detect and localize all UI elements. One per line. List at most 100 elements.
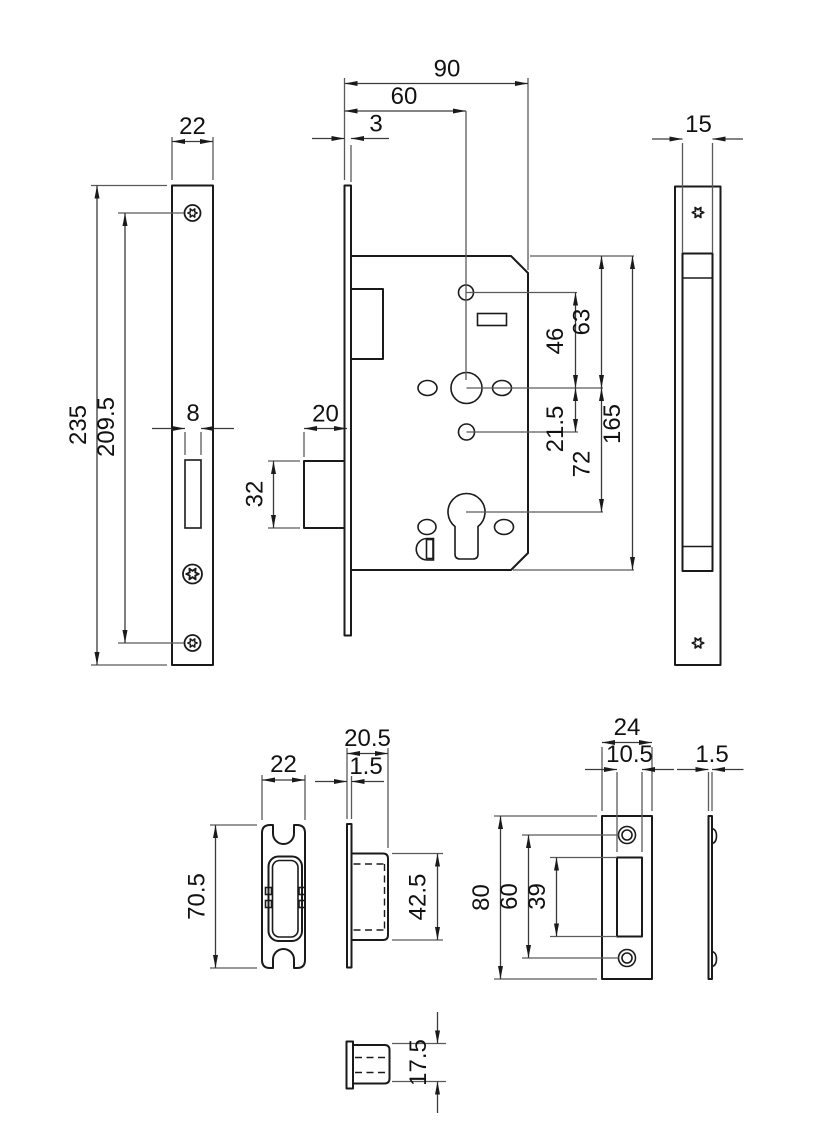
dim-case-height: 165 xyxy=(599,256,635,570)
dim-backset: 60 xyxy=(343,78,467,380)
view-faceplate-front: 22 235 209.5 8 xyxy=(65,113,234,666)
dim-label-faceplate-screw-span: 209.5 xyxy=(93,397,120,457)
faceplate-bolt-slot xyxy=(184,459,202,529)
dim-spindle-to-cylinder: 72 xyxy=(569,388,604,512)
dim-label-hole-to-spindle: 46 xyxy=(542,328,569,355)
rim-clip xyxy=(264,886,273,896)
dim-dustbox-box-height: 42.5 xyxy=(392,852,443,941)
faceplate-outline xyxy=(171,184,214,666)
strike-screw-hole xyxy=(617,948,637,968)
handle-fixing-hole-left xyxy=(417,379,438,397)
dim-dustbox-width: 22 xyxy=(261,751,306,820)
dim-faceplate-screw-span: 209.5 xyxy=(93,212,184,644)
dim-label-strike-slot-width: 10.5 xyxy=(606,741,653,768)
dim-label-dustbox-plate-thickness: 1.5 xyxy=(349,753,382,780)
side-case-outline xyxy=(681,252,714,572)
view-strike-front: 24 10.5 80 60 39 xyxy=(468,714,674,980)
dustbox-body-top xyxy=(352,1044,391,1085)
dim-dustbox-plate-thickness: 1.5 xyxy=(315,753,384,819)
dim-strike-slot-width: 10.5 xyxy=(585,741,674,852)
dim-faceplate-width: 22 xyxy=(171,113,214,180)
dim-label-strike-slot-height: 39 xyxy=(524,883,551,910)
dim-bolt-height: 32 xyxy=(242,460,300,529)
lock-case-outline xyxy=(350,255,529,571)
dim-hole-to-spindle: 46 xyxy=(542,292,578,388)
cylinder-cam-detail xyxy=(415,537,435,561)
dim-faceplate-thickness: 3 xyxy=(312,111,389,182)
rim-clip xyxy=(264,899,273,909)
latch-box xyxy=(350,288,384,360)
view-lock-case: 90 60 3 20 32 xyxy=(242,56,635,637)
dim-label-strike-height: 80 xyxy=(468,884,495,911)
cylinder-fixing-hole-right xyxy=(493,518,515,536)
dim-label-faceplate-height: 235 xyxy=(65,405,92,445)
dim-label-case-top-to-spindle: 63 xyxy=(569,309,596,336)
cylinder-cam-slot xyxy=(425,538,434,560)
strike-dimple xyxy=(711,950,718,968)
dim-case-top-to-spindle: 63 xyxy=(569,256,604,388)
side-faceplate-outline xyxy=(674,185,722,666)
dim-label-backset: 60 xyxy=(391,83,418,110)
dim-label-strike-thickness: 1.5 xyxy=(695,741,728,768)
dim-label-spindle-to-cylinder: 72 xyxy=(569,451,596,478)
dim-label-case-depth: 90 xyxy=(434,56,461,83)
strike-plate-edge xyxy=(707,815,713,980)
dim-label-case-height: 165 xyxy=(599,404,626,444)
deadbolt xyxy=(303,460,346,529)
dim-dustbox-top-depth: 17.5 xyxy=(392,1012,446,1113)
strike-dimple xyxy=(711,827,718,845)
torx-screw-icon xyxy=(691,637,705,649)
dim-strike-height: 80 xyxy=(468,815,597,980)
dim-strike-width: 24 xyxy=(601,714,653,811)
dustbox-rim-outer xyxy=(267,855,303,942)
dim-label-spindle-to-hole: 21.5 xyxy=(542,406,569,453)
dim-dustbox-height: 70.5 xyxy=(184,824,257,969)
dim-bolt-throw: 20 xyxy=(303,401,347,457)
strike-plate-outline xyxy=(601,815,653,980)
dim-label-strike-screw-span: 60 xyxy=(496,883,523,910)
dim-faceplate-height: 235 xyxy=(65,184,167,666)
euro-cylinder-hole xyxy=(447,492,486,560)
dim-label-dustbox-depth: 20.5 xyxy=(344,725,391,752)
dim-label-case-width: 15 xyxy=(685,111,712,138)
dim-label-faceplate-slot-width: 8 xyxy=(186,400,199,427)
rim-clip xyxy=(298,899,306,909)
view-strike-side: 1.5 xyxy=(677,741,744,980)
torx-screw-icon xyxy=(691,206,705,219)
torx-screw-icon xyxy=(185,635,201,651)
view-dustbox-top: 17.5 xyxy=(345,1012,446,1113)
torx-screw-icon xyxy=(185,205,201,221)
dim-spindle-to-hole: 21.5 xyxy=(542,388,578,453)
torx-screw-icon xyxy=(183,565,202,584)
dim-label-dustbox-width: 22 xyxy=(270,751,297,778)
view-dustbox-front: 22 70.5 xyxy=(184,751,306,969)
dustbox-outline xyxy=(261,824,306,969)
dim-label-strike-width: 24 xyxy=(614,714,641,741)
dim-strike-screw-span: 60 xyxy=(496,834,619,959)
stop-slot xyxy=(476,312,508,327)
dim-label-dustbox-height: 70.5 xyxy=(184,873,211,920)
view-lock-side: 15 xyxy=(652,111,743,666)
strike-screw-hole xyxy=(617,825,637,845)
dim-strike-thickness: 1.5 xyxy=(677,741,744,811)
dim-label-faceplate-width: 22 xyxy=(179,113,206,140)
dustbox-rim-inner xyxy=(271,859,299,938)
strike-screw-hole-inner xyxy=(621,829,633,841)
view-dustbox-side: 20.5 1.5 42.5 xyxy=(315,725,443,969)
strike-screw-hole-inner xyxy=(621,952,633,964)
dim-case-width: 15 xyxy=(652,111,743,253)
dim-faceplate-slot-width: 8 xyxy=(152,400,234,455)
dim-label-bolt-height: 32 xyxy=(242,481,269,508)
dim-label-dustbox-top-depth: 17.5 xyxy=(405,1039,432,1086)
strike-slot xyxy=(616,856,643,938)
rim-clip xyxy=(298,886,306,896)
cylinder-fixing-hole-left xyxy=(417,518,437,536)
dim-strike-slot-height: 39 xyxy=(524,856,617,938)
dim-dustbox-depth: 20.5 xyxy=(344,725,391,848)
dim-label-bolt-throw: 20 xyxy=(312,401,339,428)
dim-case-depth: 90 xyxy=(344,56,529,270)
dim-label-faceplate-thickness: 3 xyxy=(369,111,382,138)
dustbox-body-side xyxy=(350,852,389,941)
